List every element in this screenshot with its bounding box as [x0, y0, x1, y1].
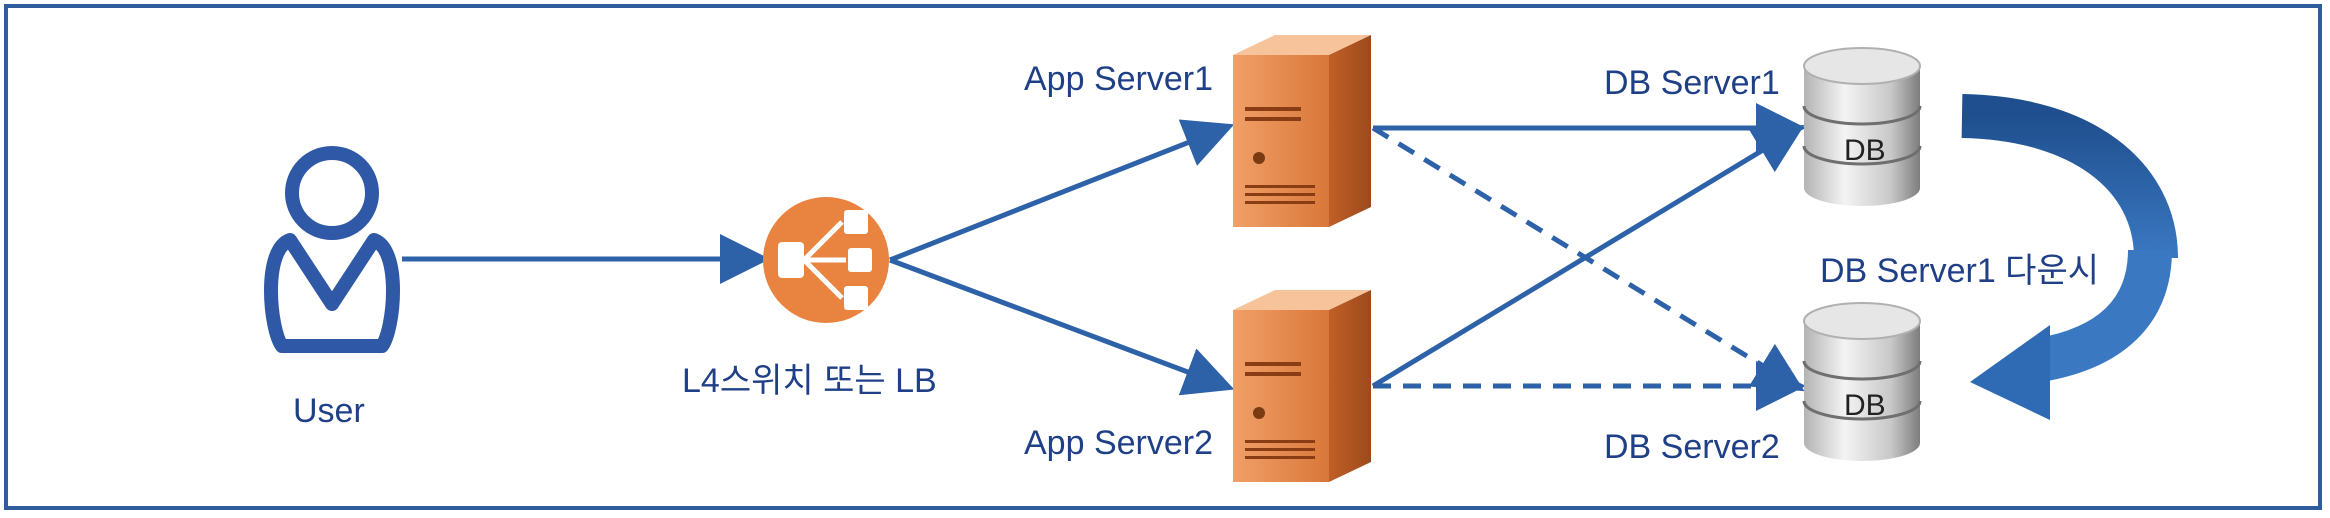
db1-badge: DB — [1844, 134, 1886, 167]
db2-badge: DB — [1844, 389, 1886, 422]
user-icon — [264, 146, 400, 353]
db-server1-icon: DB — [1802, 47, 1922, 206]
db-server1-label: DB Server1 — [1604, 64, 1780, 102]
failover-label: DB Server1 다운시 — [1820, 252, 2100, 290]
app-server1-icon — [1233, 35, 1371, 227]
failover-curved-arrow-icon — [1961, 94, 2178, 420]
app-server2-label: App Server2 — [1024, 424, 1213, 462]
lb-label: L4스위치 또는 LB — [682, 362, 937, 400]
load-balancer-icon — [763, 197, 889, 323]
diagram-frame — [4, 4, 2322, 510]
user-label: User — [293, 392, 365, 430]
app-server2-icon — [1233, 290, 1371, 482]
app-server1-label: App Server1 — [1024, 60, 1213, 98]
connectors — [402, 103, 1806, 411]
app1-to-db2-dashed-arrow — [1371, 125, 1805, 392]
db-server2-label: DB Server2 — [1604, 428, 1780, 466]
lb-to-app2-arrow — [889, 257, 1235, 396]
db-server2-icon: DB — [1802, 302, 1922, 461]
lb-to-app1-arrow — [889, 119, 1235, 263]
